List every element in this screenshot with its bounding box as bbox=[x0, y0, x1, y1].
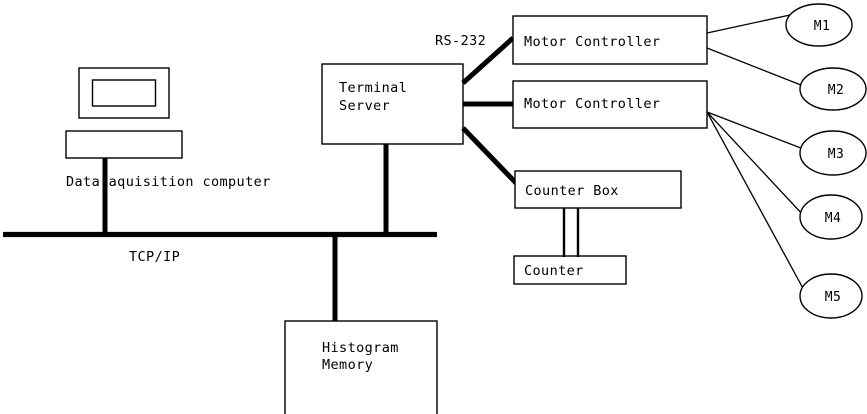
motor-m3-ellipse bbox=[799, 130, 867, 176]
counter-box-box bbox=[514, 170, 682, 209]
terminal-server-to-motor-controller-1-link bbox=[461, 36, 515, 85]
data-acquisition-computer-label: Data aquisition computer bbox=[66, 174, 271, 190]
computer-base-icon bbox=[65, 130, 183, 159]
tcpip-bus-label: TCP/IP bbox=[129, 249, 180, 265]
motor-controller-1-box bbox=[512, 15, 708, 65]
histogram-memory-label-line2: Memory bbox=[322, 357, 373, 373]
counter-box-label: Counter Box bbox=[525, 183, 619, 199]
motor-m4-ellipse bbox=[799, 194, 863, 240]
motor-m1-label: M1 bbox=[814, 19, 830, 34]
motor-controller-2-to-m5-link bbox=[706, 111, 806, 293]
motor-m1-ellipse bbox=[785, 3, 853, 47]
terminal-server-label-line1: Terminal bbox=[339, 80, 407, 96]
motor-controller-1-to-m2-link bbox=[706, 47, 807, 88]
motor-controller-2-to-m4-link bbox=[706, 111, 805, 217]
motor-controller-2-label: Motor Controller bbox=[524, 96, 660, 112]
terminal-server-label-line2: Server bbox=[339, 98, 390, 114]
motor-controller-1-to-m1-link bbox=[706, 14, 791, 34]
motor-controller-2-to-m3-link bbox=[706, 111, 807, 151]
rs232-link-label: RS-232 bbox=[435, 33, 486, 49]
monitor-screen-icon bbox=[91, 79, 157, 107]
motor-m5-ellipse bbox=[799, 273, 863, 319]
motor-m4-label: M4 bbox=[825, 211, 841, 226]
counter-box bbox=[513, 255, 627, 285]
motor-m2-label: M2 bbox=[828, 83, 844, 98]
terminal-server-to-counter-box-link bbox=[461, 126, 518, 185]
histogram-memory-box bbox=[284, 320, 438, 414]
counter-label: Counter bbox=[524, 263, 584, 279]
motor-controller-1-label: Motor Controller bbox=[524, 34, 660, 50]
histogram-memory-label-line1: Histogram bbox=[322, 340, 399, 356]
motor-m3-label: M3 bbox=[828, 147, 844, 162]
motor-m2-ellipse bbox=[799, 67, 867, 111]
terminal-server-box bbox=[321, 63, 464, 145]
motor-controller-2-box bbox=[512, 80, 708, 129]
motor-m5-label: M5 bbox=[825, 290, 841, 305]
